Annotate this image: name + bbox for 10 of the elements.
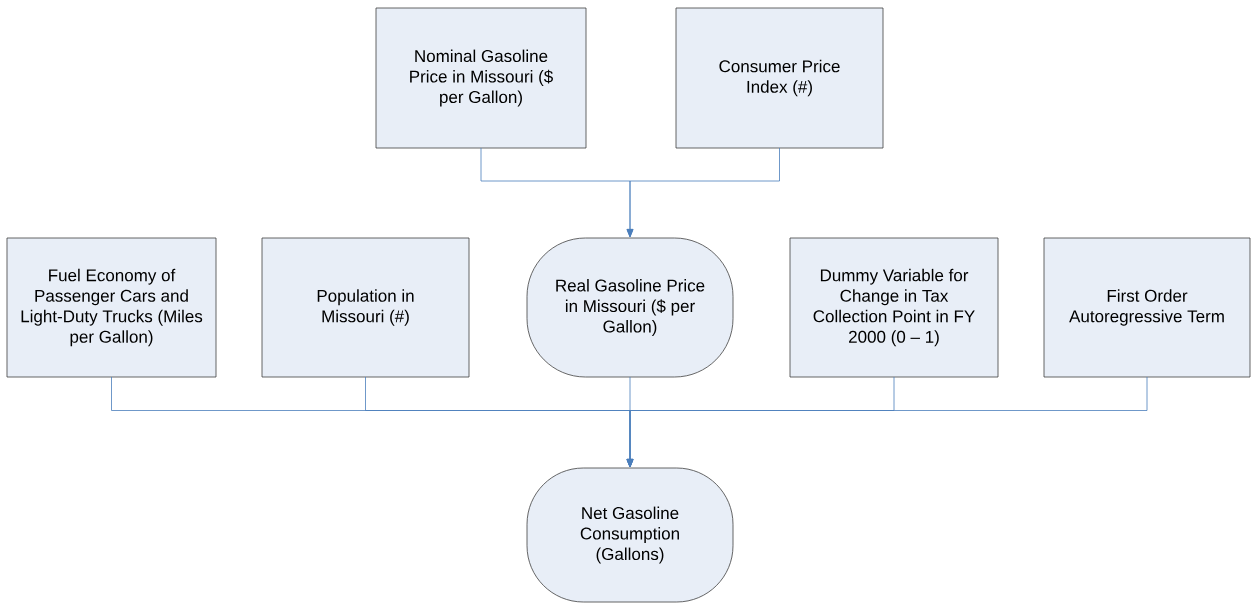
process-box: First Order Autoregressive Term: [1043, 237, 1251, 378]
rounded-box: Real Gasoline Price in Missouri ($ per Gallon): [526, 237, 734, 378]
connector-arrow: [626, 376, 1148, 468]
process-box: Nominal Gasoline Price in Missouri ($ per Gallon): [375, 7, 587, 149]
process-box: Population in Missouri (#): [261, 237, 470, 378]
process-box: Consumer Price Index (#): [675, 7, 884, 149]
rounded-box: Net Gasoline Consumption (Gallons): [526, 467, 734, 603]
process-box: Fuel Economy of Passenger Cars and Light-Duty Trucks (Miles per Gallon): [6, 237, 217, 378]
process-box: Dummy Variable for Change in Tax Collection Point in FY 2000 (0 – 1): [789, 237, 999, 378]
connector-arrow: [626, 147, 780, 238]
